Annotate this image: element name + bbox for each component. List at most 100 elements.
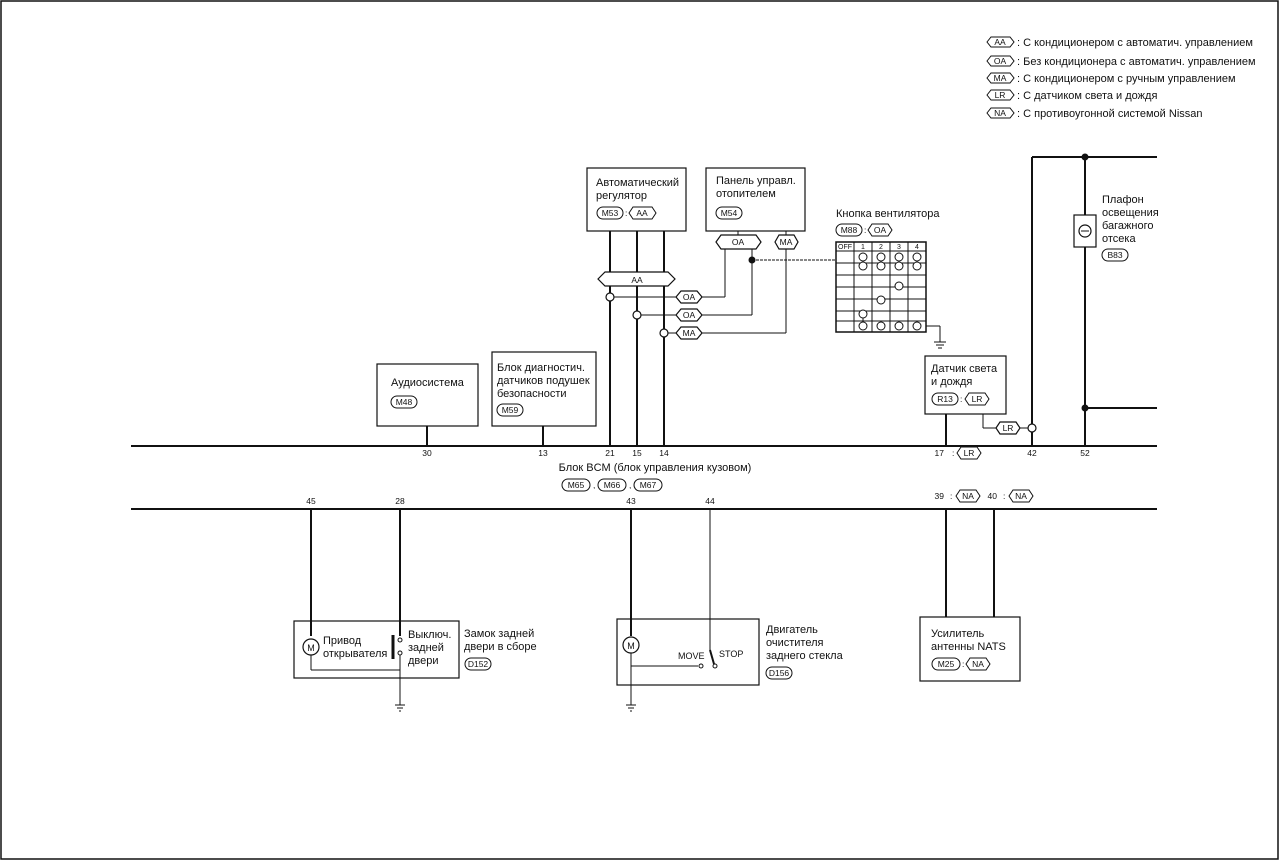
fan-col-label: 3: [897, 244, 901, 251]
airbag-line: датчиков подушек: [497, 375, 590, 387]
fan-col-label: OFF: [838, 244, 852, 251]
motor-symbol: M: [627, 641, 635, 651]
auto-regulator-line: регулятор: [596, 190, 647, 202]
rear-wiper-motor-block: 43 44 M MOVE STOP Двигатель очистителя з…: [616, 496, 844, 712]
legend-item: LR : С датчиком света и дождя: [986, 89, 1157, 102]
airbag-connector: M59: [502, 405, 519, 415]
door-lock-connector: D152: [468, 659, 489, 669]
bcm-connector: M67: [640, 480, 657, 490]
svg-text:,: ,: [593, 480, 595, 490]
pin-label: 30: [422, 448, 432, 458]
trunk-lamp-block: Плафон освещения багажного отсека B83 52: [1032, 153, 1159, 458]
pin-label: 45: [306, 496, 316, 506]
wire-tag: NA: [962, 491, 974, 501]
airbag-diagnostic-block: Блок диагностич. датчиков подушек безопа…: [491, 351, 597, 458]
door-lock-line: двери в сборе: [464, 641, 537, 653]
oa-ma-wires: OA OA MA OA MA: [605, 231, 836, 340]
rain-sensor-block: Датчик света и дождя R13 : LR 17 : LR LR…: [924, 157, 1037, 460]
legend: AA : С кондиционером с автоматич. управл…: [986, 36, 1256, 120]
svg-text::: :: [952, 448, 954, 458]
door-switch-line: Выключ.: [408, 629, 451, 641]
bcm-connector: M66: [604, 480, 621, 490]
wire-tag: NA: [1015, 491, 1027, 501]
door-actuator-line: Привод: [323, 635, 362, 647]
door-lock-line: Замок задней: [464, 628, 534, 640]
legend-text: : С датчиком света и дождя: [1017, 90, 1157, 102]
rain-sensor-line: и дождя: [931, 376, 972, 388]
rain-sensor-connector: R13: [937, 394, 953, 404]
auto-regulator-block: Автоматический регулятор M53 : AA: [586, 167, 687, 232]
wiper-motor-line: Двигатель: [766, 624, 818, 636]
nats-line: Усилитель: [931, 628, 985, 640]
audio-system-block: Аудиосистема M48 30: [376, 363, 479, 458]
svg-text::: :: [960, 394, 962, 404]
svg-text::: :: [625, 208, 627, 218]
bcm-label: Блок BCM (блок управления кузовом) M65 ,…: [559, 462, 752, 492]
door-switch-line: задней: [408, 642, 444, 654]
pin-label: 40: [988, 491, 998, 501]
auto-regulator-connector: M53: [602, 208, 619, 218]
nats-amplifier-block: 39 : NA 40 : NA Усилитель антенны NATS M…: [919, 489, 1034, 682]
fan-col-label: 1: [861, 244, 865, 251]
wire-tag: MA: [683, 328, 696, 338]
audio-title: Аудиосистема: [391, 377, 465, 389]
auto-regulator-line: Автоматический: [596, 177, 679, 189]
legend-tag: AA: [994, 37, 1006, 47]
wiper-stop-label: STOP: [719, 649, 743, 659]
rain-sensor-tag: LR: [972, 394, 983, 404]
wiper-motor-connector: D156: [769, 668, 790, 678]
fan-button-block: Кнопка вентилятора M88 : OA OFF 1 2 3 4: [835, 208, 946, 349]
legend-tag: NA: [994, 108, 1006, 118]
wire-tag: OA: [683, 310, 696, 320]
wiper-motor-line: заднего стекла: [766, 650, 844, 662]
pin-label: 13: [538, 448, 548, 458]
wire-tag: OA: [732, 237, 745, 247]
fan-button-title: Кнопка вентилятора: [836, 208, 940, 220]
airbag-line: безопасности: [497, 388, 567, 400]
heater-panel-line: Панель управл.: [716, 175, 796, 187]
wire-tag: MA: [780, 237, 793, 247]
pin-label: 14: [659, 448, 669, 458]
door-switch-line: двери: [408, 655, 439, 667]
pin-label: 43: [626, 496, 636, 506]
wire-tag: LR: [964, 448, 975, 458]
airbag-line: Блок диагностич.: [497, 362, 585, 374]
wiper-move-label: MOVE: [678, 651, 705, 661]
legend-tag: OA: [994, 56, 1007, 66]
wiper-motor-line: очистителя: [766, 637, 824, 649]
trunk-lamp-line: Плафон: [1102, 194, 1144, 206]
heater-panel-line: отопителем: [716, 188, 776, 200]
bcm-title: Блок BCM (блок управления кузовом): [559, 462, 752, 474]
trunk-lamp-line: освещения: [1102, 207, 1159, 219]
legend-item: MA : С кондиционером с ручным управление…: [986, 72, 1236, 85]
svg-text:,: ,: [629, 480, 631, 490]
pin-label: 39: [935, 491, 945, 501]
pin-label: 17: [935, 448, 945, 458]
legend-text: : Без кондиционера с автоматич. управлен…: [1017, 56, 1256, 68]
legend-text: : С противоугонной системой Nissan: [1017, 108, 1203, 120]
aa-wires: AA 21 15 14: [597, 231, 676, 458]
wire-tag: OA: [683, 292, 696, 302]
nats-tag: NA: [972, 659, 984, 669]
fan-button-tag: OA: [874, 225, 887, 235]
rain-sensor-line: Датчик света: [931, 363, 998, 375]
wire-tag: AA: [631, 275, 643, 285]
legend-text: : С кондиционером с ручным управлением: [1017, 73, 1236, 85]
nats-line: антенны NATS: [931, 641, 1006, 653]
legend-tag: LR: [995, 90, 1006, 100]
svg-text::: :: [864, 225, 866, 235]
heater-panel-block: Панель управл. отопителем M54: [705, 167, 806, 232]
nats-connector: M25: [938, 659, 955, 669]
trunk-lamp-line: багажного: [1102, 220, 1154, 232]
bcm-connector: M65: [568, 480, 585, 490]
audio-connector: M48: [396, 397, 413, 407]
auto-regulator-tag: AA: [636, 208, 648, 218]
motor-symbol: M: [307, 643, 315, 653]
pin-label: 15: [632, 448, 642, 458]
legend-item: OA : Без кондиционера с автоматич. управ…: [986, 55, 1256, 68]
legend-item: AA : С кондиционером с автоматич. управл…: [986, 36, 1253, 49]
svg-text::: :: [962, 659, 964, 669]
legend-text: : С кондиционером с автоматич. управлени…: [1017, 37, 1253, 49]
